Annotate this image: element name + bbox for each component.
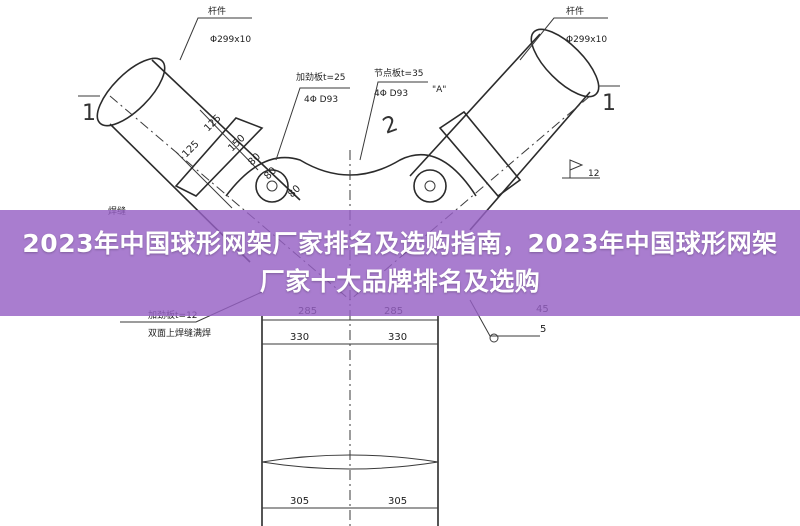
right-tube-note: 杆件 <box>566 5 584 17</box>
section-label-left: 1 <box>82 101 96 126</box>
right-tube <box>409 28 600 231</box>
dim-330-b: 330 <box>388 332 407 343</box>
right-5: 5 <box>540 324 546 335</box>
dim-150: 150 <box>226 133 247 154</box>
section-marker-left: 1 <box>78 95 100 126</box>
dim-80-a: 80 <box>246 151 263 168</box>
note-bottom-b: 双面上焊缝满焊 <box>148 327 211 339</box>
section-mark-2: 2 <box>380 111 402 139</box>
weld-flag-icon: 12 <box>562 159 600 179</box>
title-banner: 2023年中国球形网架厂家排名及选购指南，2023年中国球形网架厂家十大品牌排名… <box>0 210 800 316</box>
weld-symbol: 12 <box>588 169 599 179</box>
dim-305-b: 305 <box>388 496 407 507</box>
plate-note-b: 节点板t=35 <box>374 67 424 79</box>
section-label-right: 1 <box>602 91 616 116</box>
left-tube-spec: Φ299x10 <box>210 35 251 45</box>
plate-note-a: 加劲板t=25 <box>296 71 346 83</box>
dim-305-a: 305 <box>290 496 309 507</box>
section-marker-right: 1 <box>598 85 620 116</box>
dim-125-a: 125 <box>180 139 201 160</box>
left-tube-note: 杆件 <box>208 5 226 17</box>
plate-mark-b: "A" <box>432 85 446 95</box>
dim-80-c: 80 <box>286 183 303 200</box>
gusset-plate <box>225 153 477 203</box>
plate-bolt-a: 4Φ D93 <box>304 95 338 105</box>
vertical-tube <box>261 150 439 526</box>
page-title: 2023年中国球形网架厂家排名及选购指南，2023年中国球形网架厂家十大品牌排名… <box>22 229 778 296</box>
dim-330-a: 330 <box>290 332 309 343</box>
right-tube-spec: Φ299x10 <box>566 35 607 45</box>
plate-bolt-b: 4Φ D93 <box>374 89 408 99</box>
